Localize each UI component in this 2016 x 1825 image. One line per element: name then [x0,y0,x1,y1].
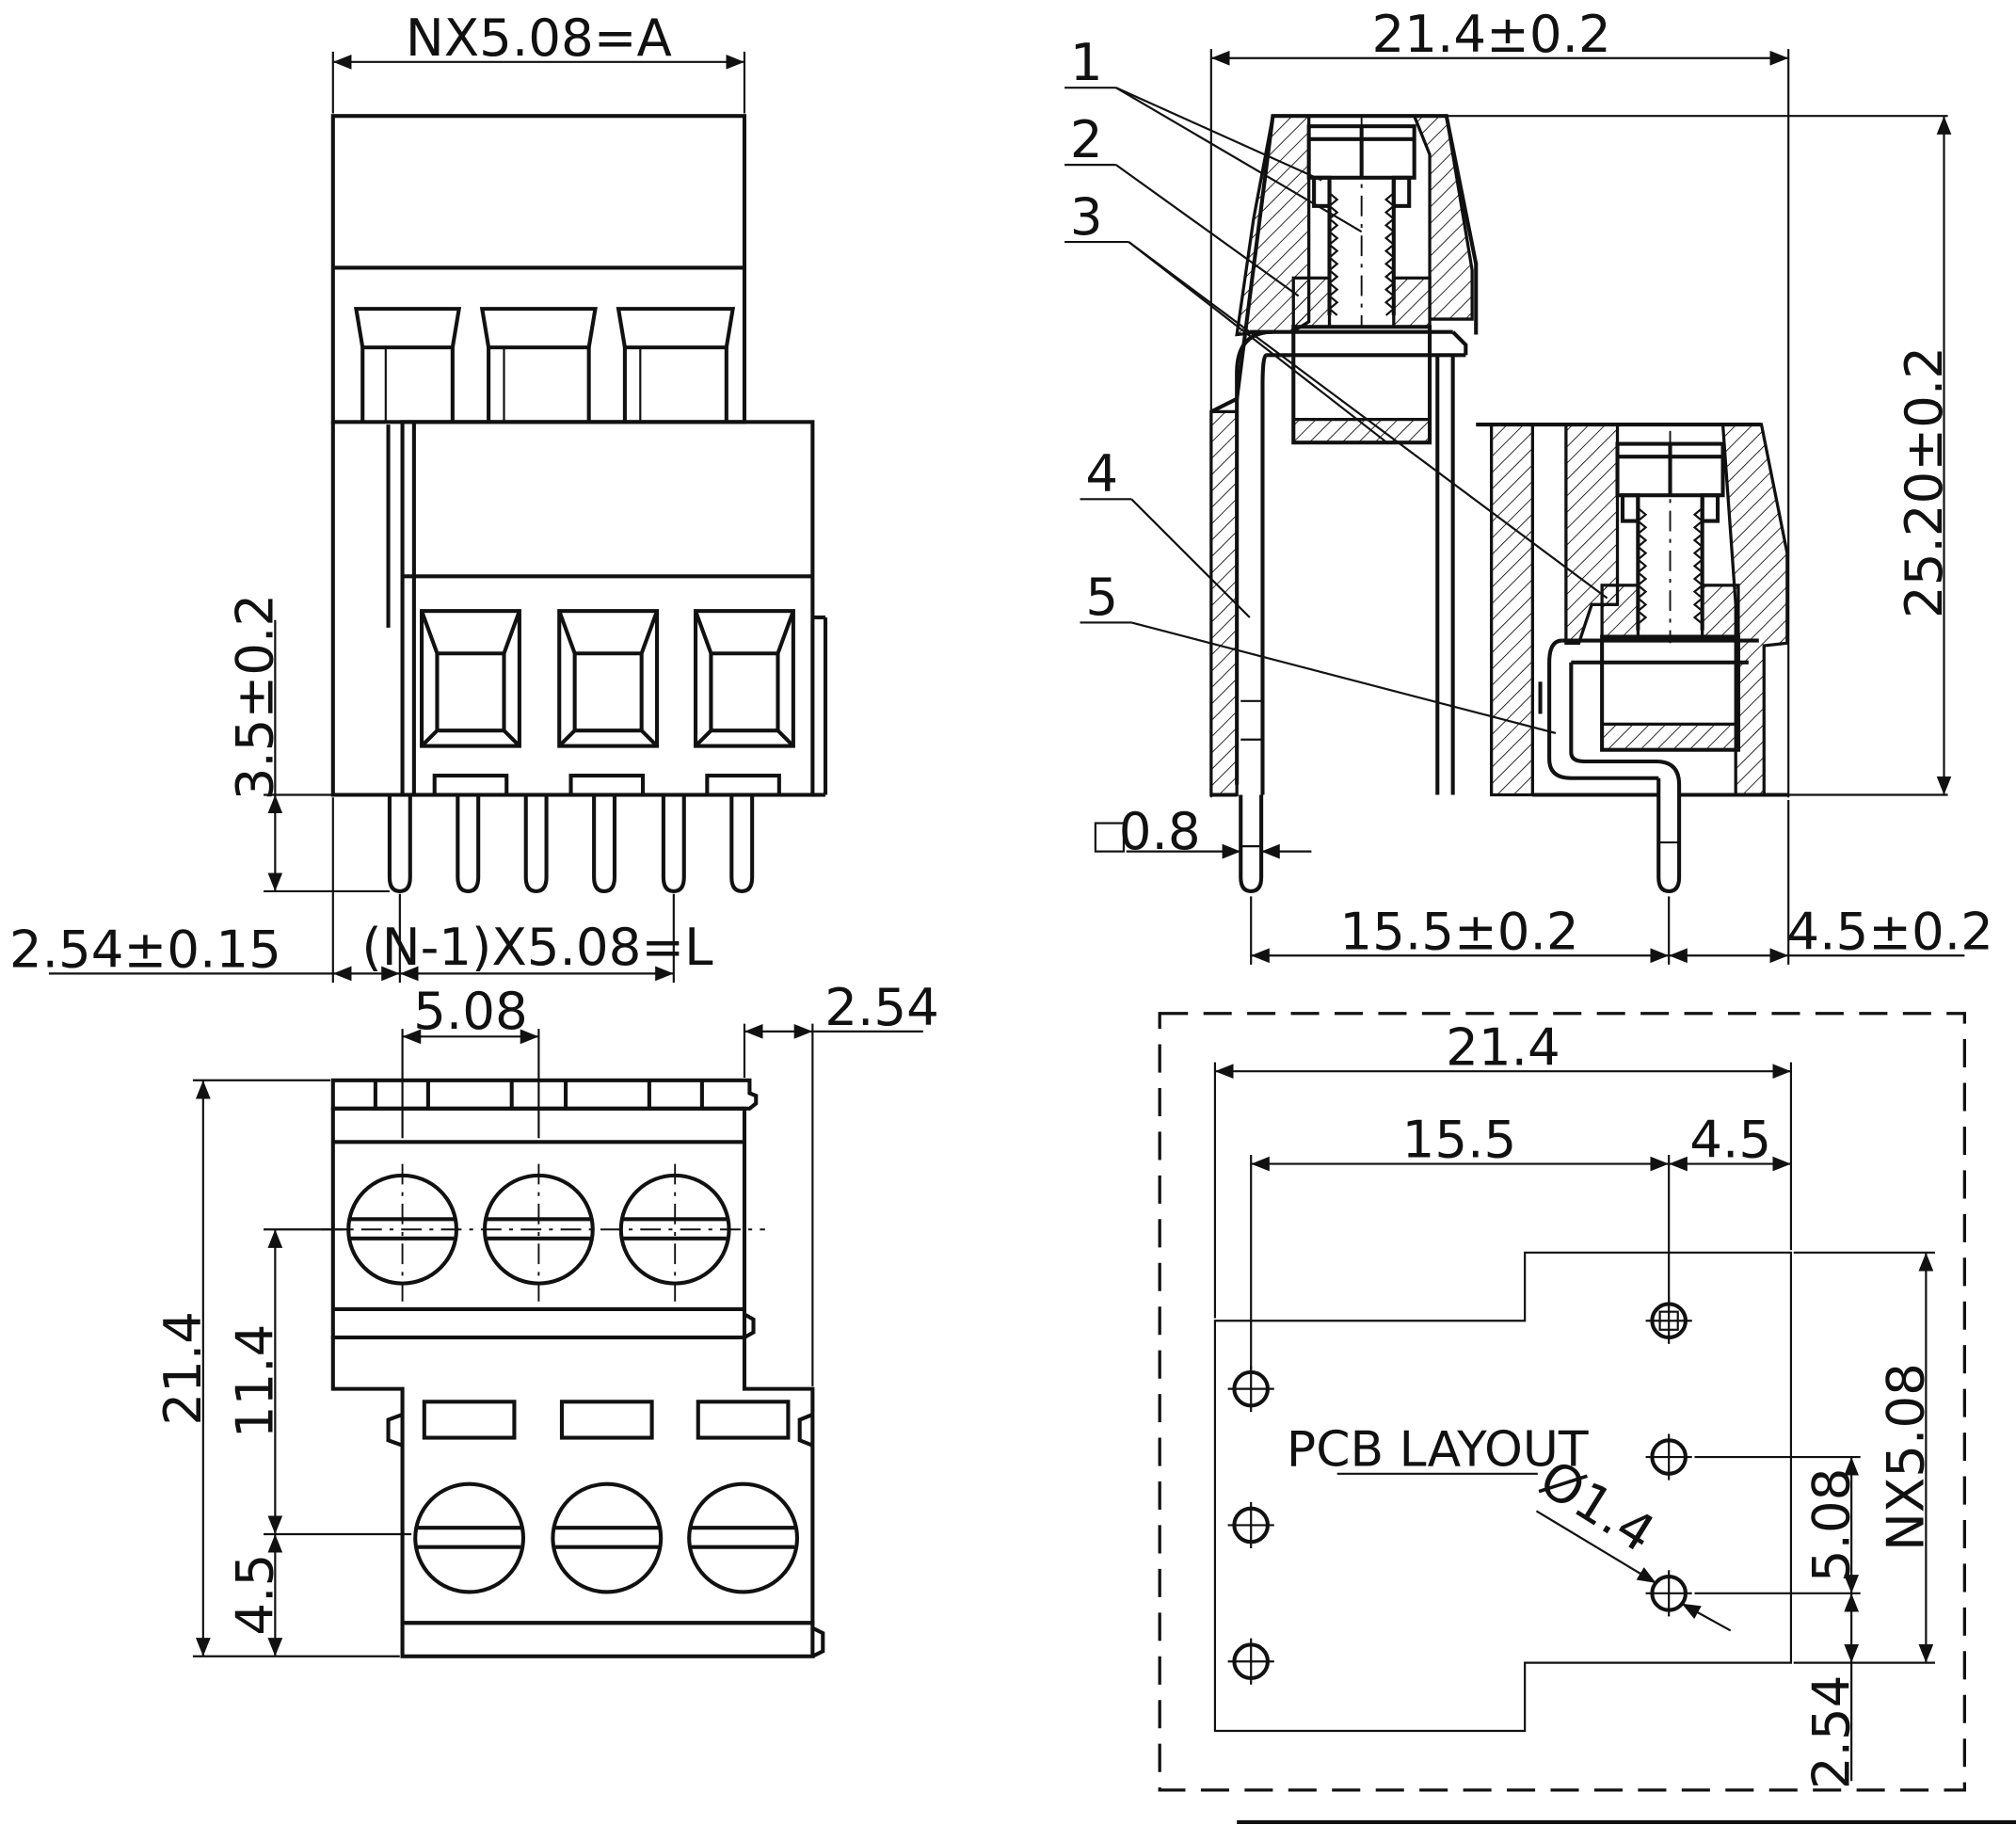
pcb-hole [1227,1366,1274,1413]
dim-pcb-width: 21.4 [1446,1017,1560,1077]
front-wire-entries [420,609,795,748]
dim-pcb-edge: 2.54 [1800,1675,1861,1790]
dim-front-screw-row: 11.4 [225,1324,285,1439]
callout-2: 2 [1070,109,1103,169]
pcb-hole [1227,1638,1274,1685]
side-section-view: 21.4±0.2 [1064,4,1993,965]
dim-side-height: 25.20±0.2 [1894,346,1954,618]
dim-side-rear-offset: 4.5±0.2 [1786,901,1993,961]
dim-side-pin-spacing: 15.5±0.2 [1339,901,1578,961]
dim-pcb-span: 15.5 [1402,1110,1517,1170]
back-wire-entries [353,307,736,423]
dim-pin-offset: 2.54±0.15 [9,920,281,980]
callout-5: 5 [1085,567,1118,627]
pcb-hole [1645,1570,1692,1617]
pcb-hole-square [1645,1297,1692,1344]
dim-pcb-total: NX5.08 [1876,1363,1936,1551]
square-symbol [1094,822,1126,853]
dim-pcb-rear: 4.5 [1689,1110,1771,1170]
pcb-holes [1227,1297,1692,1685]
front-view: 5.08 2.54 21.4 11.4 4.5 [152,977,939,1658]
pins [387,794,755,894]
dim-front-offset: 2.54 [824,977,939,1037]
pcb-hole [1645,1433,1692,1481]
top-view: NX5.08=A 3.5±0.2 2.54±0.15 (N-1)X5.08=L [9,8,828,983]
dim-side-width: 21.4±0.2 [1372,4,1611,64]
dim-front-height: 21.4 [152,1311,213,1426]
pcb-hole [1227,1501,1274,1549]
dim-pcb-pitch: 5.08 [1800,1468,1861,1583]
front-upper-screws [321,1163,765,1302]
pcb-layout-view: PCB LAYOUT 21.4 15.5 4.5 Ø1.4 NX5.08 5.0… [1158,1012,1966,1792]
pcb-layout-title: PCB LAYOUT [1287,1422,1589,1479]
dim-top-width: NX5.08=A [406,8,672,68]
dim-front-lower-row: 4.5 [225,1554,285,1636]
callout-3: 3 [1070,186,1103,247]
callout-1: 1 [1070,32,1103,92]
front-lower-screws [413,1481,800,1594]
dim-front-pitch: 5.08 [413,981,528,1041]
callout-4: 4 [1085,443,1118,504]
dim-span-length: (N-1)X5.08=L [361,917,713,977]
dim-pin-height: 3.5±0.2 [225,594,285,801]
callouts: 1 2 3 4 5 [1064,32,1608,734]
